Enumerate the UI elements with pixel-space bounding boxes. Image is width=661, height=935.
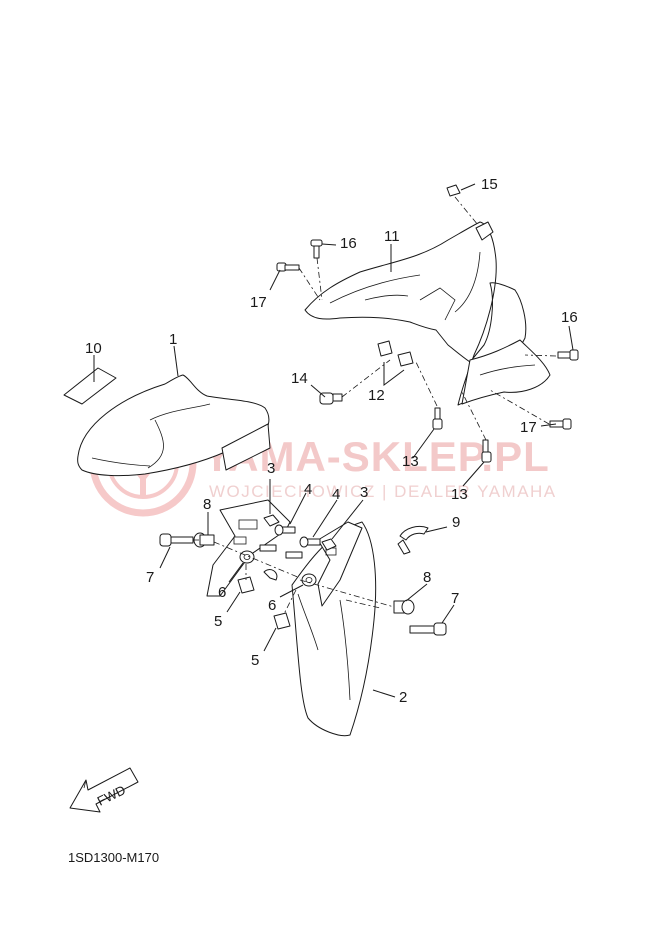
part-12-clip-nuts[interactable] [377,340,414,367]
callout-5-right: 5 [251,652,259,669]
callout-9: 9 [452,514,460,531]
callout-11: 11 [384,228,400,245]
watermark-subtitle: WOJCIECHOWICZ | DEALER YAMAHA [209,482,557,501]
callout-3-left: 3 [267,460,275,477]
part-4-screw-left[interactable] [274,524,296,536]
callout-17-right: 17 [520,419,537,436]
part-17-screw-left[interactable] [276,262,300,272]
part-10-decal[interactable] [63,367,117,405]
callout-10: 10 [85,340,102,357]
callout-15: 15 [481,176,498,193]
part-6-grommet-right[interactable] [301,573,317,587]
callout-8-right: 8 [423,569,431,586]
fwd-arrow-icon: FWD [69,767,139,813]
callout-7-left: 7 [146,569,154,586]
callout-13-left: 13 [402,453,419,470]
callout-5-left: 5 [214,613,222,630]
part-13-screw-left[interactable] [432,407,443,430]
assembly-lines [193,196,557,615]
part-9-clamp[interactable] [397,525,429,555]
diagram-code: 1SD1300-M170 [68,850,159,865]
callout-16-right: 16 [561,309,578,326]
part-16-screw-left[interactable] [310,239,323,259]
part-7-bolt-right[interactable] [409,622,447,636]
callout-numbers: 1 10 11 15 16 17 16 17 14 12 13 13 3 4 4… [85,176,578,706]
callout-12: 12 [368,387,385,404]
callout-2: 2 [399,689,407,706]
part-3-nut-left[interactable] [263,514,280,527]
part-13-screw-right[interactable] [481,439,492,463]
part-7-bolt-left[interactable] [159,533,194,547]
part-6-grommet-left[interactable] [239,550,255,564]
callout-8-left: 8 [203,496,211,513]
callout-4-left: 4 [304,481,312,498]
part-15-clip-nut[interactable] [446,184,461,197]
part-4-screw-right[interactable] [299,536,321,548]
callout-1: 1 [169,331,177,348]
part-1-front-fender-cover[interactable] [77,374,271,477]
callout-7-right: 7 [451,590,459,607]
callout-3-right: 3 [360,484,368,501]
part-11-front-cowl[interactable] [304,221,551,406]
callout-6-right: 6 [268,597,276,614]
part-16-screw-right[interactable] [557,349,579,361]
leader-lines [93,183,574,698]
callout-6-left: 6 [218,584,226,601]
part-3-nut-right[interactable] [321,538,337,551]
spacer-screws-middle[interactable] [259,544,303,581]
part-5-clip-nut-right[interactable] [273,612,291,630]
callout-16-left: 16 [340,235,357,252]
callout-4-right: 4 [332,486,340,503]
callout-14: 14 [291,370,308,387]
part-17-screw-right[interactable] [549,418,572,430]
callout-13-right: 13 [451,486,468,503]
part-14-bolt[interactable] [319,392,343,405]
part-8-collar-right[interactable] [393,599,415,615]
callout-17-left: 17 [250,294,267,311]
